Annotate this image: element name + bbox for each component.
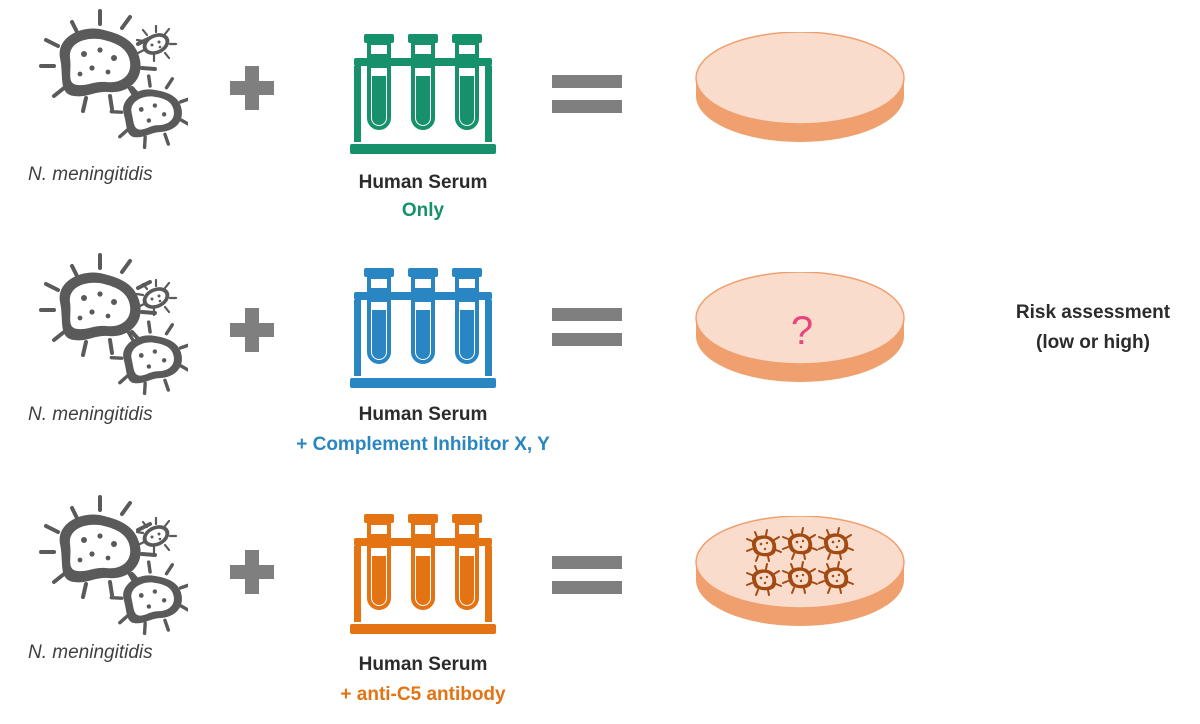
equals-icon	[552, 308, 622, 346]
petri-dish-icon: ?	[695, 272, 905, 382]
question-mark-icon: ?	[791, 309, 813, 353]
petri-dish-icon	[695, 516, 905, 626]
plus-icon	[230, 550, 274, 594]
serum-title: Human Serum	[358, 654, 488, 675]
row-serum-only: N. meningitidis Human Serum Only	[0, 4, 1200, 234]
test-tube-rack-icon	[350, 514, 496, 634]
plus-icon	[230, 66, 274, 110]
risk-assessment-label: Risk assessment (low or high)	[1000, 298, 1186, 358]
bacteria-icon	[39, 9, 188, 153]
serum-detail: + Complement Inhibitor X, Y	[296, 434, 550, 455]
equals-icon	[552, 556, 622, 594]
serum-title: Human Serum	[358, 404, 488, 425]
plus-icon	[230, 308, 274, 352]
row-complement-inhibitor: N. meningitidis Human Serum + Complement…	[0, 252, 1200, 482]
test-tube-rack-icon	[350, 268, 496, 388]
risk-assessment-title: Risk assessment	[1015, 302, 1171, 323]
bacteria-icon	[39, 253, 188, 399]
petri-dish-icon	[695, 32, 905, 142]
organism-label: N. meningitidis	[28, 164, 153, 185]
bacteria-icon	[39, 495, 188, 639]
organism-label: N. meningitidis	[28, 642, 153, 663]
serum-detail: Only	[401, 200, 445, 221]
equals-icon	[552, 75, 622, 113]
serum-title: Human Serum	[358, 172, 488, 193]
serum-detail: + anti-C5 antibody	[340, 684, 506, 705]
row-anti-c5: N. meningitidis Human Serum + anti-C5 an…	[0, 494, 1200, 724]
risk-assessment-range: (low or high)	[1036, 332, 1150, 353]
organism-label: N. meningitidis	[28, 404, 153, 425]
test-tube-rack-icon	[350, 34, 496, 154]
